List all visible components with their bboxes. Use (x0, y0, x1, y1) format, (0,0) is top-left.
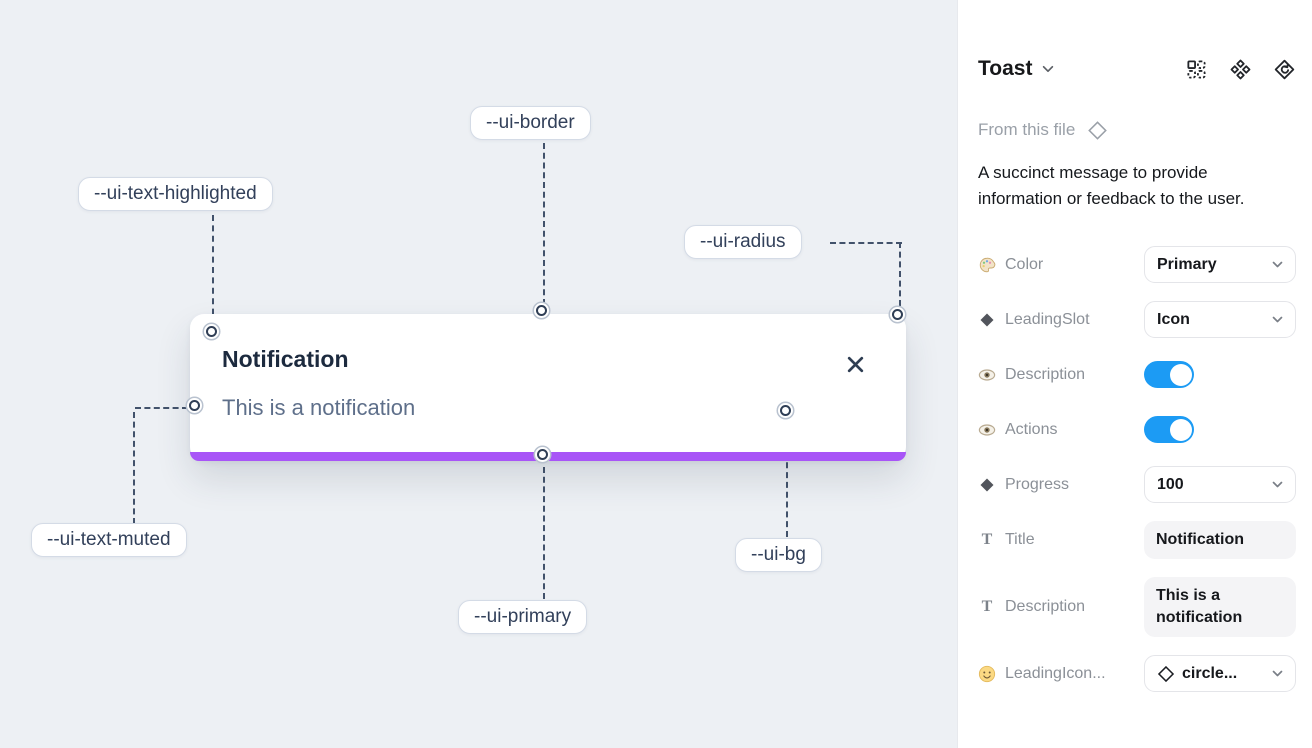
annotation-pill-text-muted: --ui-text-muted (31, 523, 187, 557)
diamond-icon (978, 312, 996, 328)
diamond-outline-icon (1157, 665, 1175, 682)
anchor-dot-text-muted (189, 400, 200, 411)
prop-row-description-text: T Description This is a notification (978, 577, 1296, 637)
close-icon[interactable] (845, 354, 866, 375)
description-toggle[interactable] (1144, 361, 1194, 388)
prop-row-title: T Title Notification (978, 521, 1296, 559)
toast-progress-bar (190, 452, 906, 461)
description-field[interactable]: This is a notification (1144, 577, 1296, 637)
palette-icon (978, 256, 996, 274)
prop-label-title: Title (1005, 531, 1035, 548)
prop-label-color: Color (1005, 255, 1044, 273)
connector-line-text-muted-v (133, 412, 135, 524)
component-set-icon[interactable] (1229, 58, 1252, 81)
chevron-down-icon (1272, 481, 1283, 488)
prop-row-leadingslot: LeadingSlot Icon (978, 301, 1296, 338)
eye-icon (978, 366, 996, 384)
anchor-dot-primary (537, 449, 548, 460)
toggle-knob (1169, 363, 1192, 386)
progress-select[interactable]: 100 (1144, 466, 1296, 503)
prop-row-description-toggle: Description (978, 356, 1296, 393)
annotation-pill-border: --ui-border (470, 106, 591, 140)
title-field[interactable]: Notification (1144, 521, 1296, 559)
source-row: From this file (978, 118, 1296, 142)
prop-label-description: Description (1005, 365, 1086, 383)
chevron-down-icon (1043, 65, 1054, 73)
connector-line-text-highlighted (212, 215, 214, 325)
property-rows: Color Primary LeadingSlot Icon (978, 246, 1296, 692)
prop-row-progress: Progress 100 (978, 466, 1296, 503)
design-canvas: Notification This is a notification --ui… (31, 106, 906, 634)
annotation-pill-bg: --ui-bg (735, 538, 822, 572)
prop-label-description-text: Description (1005, 598, 1086, 615)
chevron-down-icon (1272, 316, 1283, 323)
instance-grid-icon[interactable] (1185, 58, 1208, 81)
text-icon: T (981, 531, 993, 548)
component-selector[interactable]: Toast (978, 56, 1054, 82)
prop-label-actions: Actions (1005, 420, 1058, 438)
anchor-dot-bg (780, 405, 791, 416)
annotation-pill-text-highlighted: --ui-text-highlighted (78, 177, 273, 211)
prop-row-color: Color Primary (978, 246, 1296, 283)
connector-line-radius-h (830, 242, 902, 244)
color-select[interactable]: Primary (1144, 246, 1296, 283)
diamond-icon (978, 477, 996, 493)
toggle-knob (1169, 418, 1192, 441)
leadingicon-select[interactable]: circle... (1144, 655, 1296, 692)
smiley-icon (978, 665, 996, 683)
annotation-pill-radius: --ui-radius (684, 225, 802, 259)
chevron-down-icon (1272, 670, 1283, 677)
prop-label-progress: Progress (1005, 475, 1070, 493)
diamond-outline-icon (1088, 120, 1108, 140)
anchor-dot-radius (892, 309, 903, 320)
component-description: A succinct message to provide informatio… (978, 163, 1245, 208)
connector-line-primary (543, 467, 545, 599)
connector-line-text-muted-h (135, 407, 188, 409)
properties-panel: Toast (957, 0, 1312, 748)
prop-label-leadingslot: LeadingSlot (1005, 310, 1090, 328)
anchor-dot-border (536, 305, 547, 316)
prop-row-actions-toggle: Actions (978, 411, 1296, 448)
panel-header-icons (1185, 58, 1296, 81)
panel-title: Toast (978, 57, 1033, 80)
panel-header: Toast (978, 56, 1296, 82)
actions-toggle[interactable] (1144, 416, 1194, 443)
toast-description: This is a notification (222, 395, 416, 420)
connector-line-bg (786, 423, 788, 537)
prop-row-leadingicon: LeadingIcon... circle... (978, 655, 1296, 692)
prop-label-leadingicon: LeadingIcon... (1005, 664, 1106, 682)
connector-line-radius-v (899, 242, 901, 306)
eye-icon (978, 421, 996, 439)
connector-line-border (543, 143, 545, 305)
toast-title: Notification (222, 346, 349, 372)
chevron-down-icon (1272, 261, 1283, 268)
annotation-pill-primary: --ui-primary (458, 600, 588, 634)
toast-component: Notification This is a notification (190, 314, 906, 461)
leadingslot-select[interactable]: Icon (1144, 301, 1296, 338)
text-icon: T (981, 598, 993, 615)
swap-instance-icon[interactable] (1273, 58, 1296, 81)
source-label: From this file (978, 120, 1076, 139)
anchor-dot-text-highlighted (206, 326, 217, 337)
